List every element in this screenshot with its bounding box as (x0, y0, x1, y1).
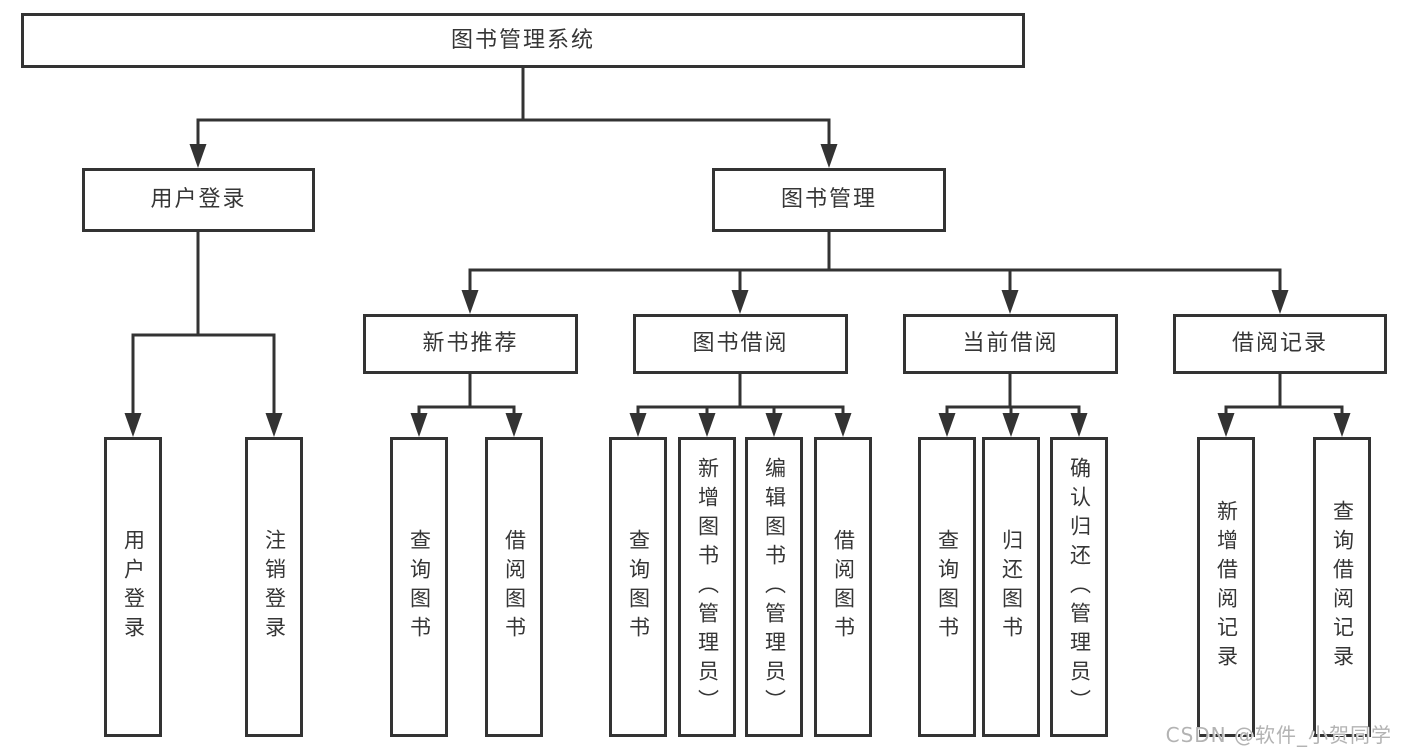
node-label: 新书推荐 (422, 331, 519, 356)
leaf-label: 归还图书 (999, 529, 1024, 645)
node-label: 当前借阅 (962, 331, 1059, 356)
leaf-borrow-books: 借阅图书 (814, 437, 872, 737)
node-label: 图书管理系统 (450, 27, 595, 53)
arrowheads (124, 144, 1351, 437)
leaf-label: 注销登录 (262, 529, 287, 645)
leaf-return-books: 归还图书 (982, 437, 1040, 737)
leaf-label: 查询图书 (626, 529, 651, 645)
node-borrow-records: 借阅记录 (1173, 314, 1387, 374)
node-current-borrowing: 当前借阅 (903, 314, 1118, 374)
leaf-label: 新增借阅记录 (1214, 500, 1239, 674)
leaf-query-borrow-record: 查询借阅记录 (1313, 437, 1371, 737)
leaf-label: 查询图书 (935, 529, 960, 645)
leaf-borrow-books-recommend: 借阅图书 (485, 437, 543, 737)
leaf-label: 借阅图书 (502, 529, 527, 645)
leaf-query-books-recommend: 查询图书 (390, 437, 448, 737)
node-user-login: 用户登录 (82, 168, 315, 232)
leaf-label: 借阅图书 (831, 529, 856, 645)
leaf-label: 编辑图书（管理员） (762, 456, 787, 718)
leaf-add-borrow-record: 新增借阅记录 (1197, 437, 1255, 737)
node-book-borrowing: 图书借阅 (633, 314, 848, 374)
leaf-confirm-return-admin: 确认归还（管理员） (1050, 437, 1108, 737)
leaf-label: 查询图书 (407, 529, 432, 645)
node-label: 图书借阅 (692, 331, 789, 356)
node-label: 图书管理 (780, 187, 877, 212)
node-book-management: 图书管理 (712, 168, 946, 232)
csdn-watermark: CSDN @软件_小贺同学 (1165, 723, 1392, 747)
leaf-logout: 注销登录 (245, 437, 303, 737)
leaf-user-login: 用户登录 (104, 437, 162, 737)
leaf-label: 确认归还（管理员） (1067, 456, 1092, 718)
node-label: 借阅记录 (1231, 331, 1328, 356)
leaf-edit-books-admin: 编辑图书（管理员） (745, 437, 803, 737)
leaf-label: 查询借阅记录 (1330, 500, 1355, 674)
leaf-label: 用户登录 (121, 529, 146, 645)
leaf-label: 新增图书（管理员） (695, 456, 720, 718)
node-new-book-recommend: 新书推荐 (363, 314, 578, 374)
leaf-add-books-admin: 新增图书（管理员） (678, 437, 736, 737)
node-root-library-system: 图书管理系统 (21, 13, 1025, 68)
node-label: 用户登录 (150, 187, 247, 212)
leaf-query-books-current: 查询图书 (918, 437, 976, 737)
leaf-query-books-borrowing: 查询图书 (609, 437, 667, 737)
